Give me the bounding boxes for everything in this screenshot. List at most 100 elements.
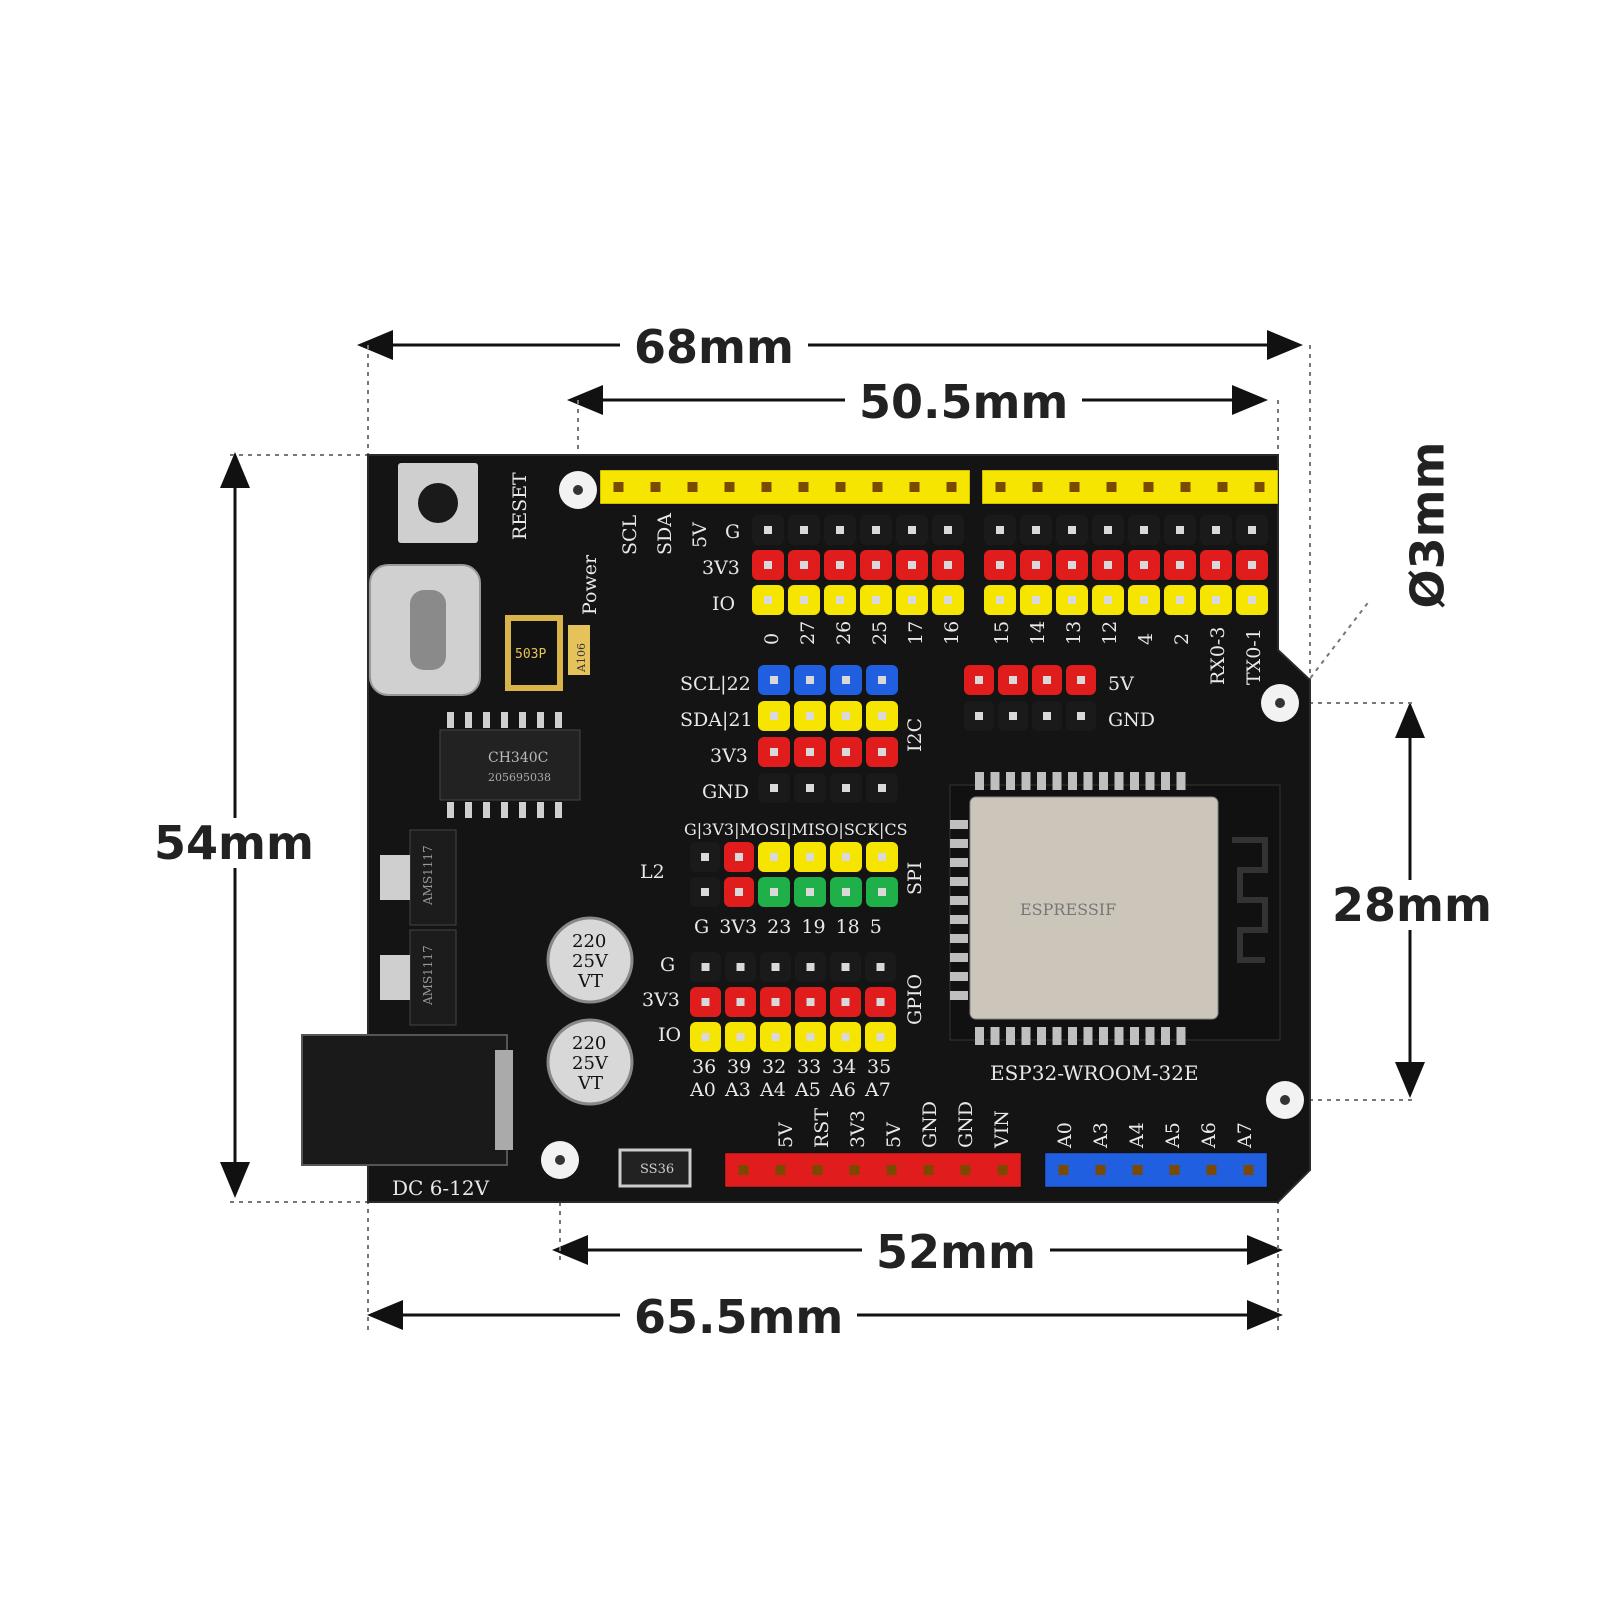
diode-marking: SS36 bbox=[640, 1162, 675, 1177]
bottom-power-label: GND bbox=[919, 1100, 941, 1148]
gpio-analog: A4 bbox=[760, 1079, 786, 1101]
label-io-top: IO bbox=[712, 593, 736, 615]
esp32-pad bbox=[1068, 772, 1077, 790]
top-pin-label: 14 bbox=[1027, 620, 1049, 645]
bottom-power-label: 5V bbox=[883, 1122, 905, 1148]
label-pwr-gnd: GND bbox=[1108, 709, 1156, 731]
gpio-num: 34 bbox=[832, 1056, 857, 1078]
header-top-right bbox=[981, 469, 1279, 505]
gpio-analog: A3 bbox=[725, 1079, 751, 1101]
esp32-pad bbox=[990, 772, 1000, 790]
esp32-pad bbox=[1006, 1027, 1015, 1045]
gpio-io-pins-tip bbox=[771, 1033, 780, 1041]
pwr-gnd-pins-tip bbox=[1077, 712, 1085, 720]
top-pin-label: 27 bbox=[797, 620, 819, 645]
label-spi: SPI bbox=[904, 861, 926, 895]
gpio-3v3-pins-tip bbox=[736, 998, 745, 1006]
pwr-5v-pins-tip bbox=[1043, 676, 1051, 684]
pin-row-3v3-tip bbox=[836, 561, 844, 569]
header-bottom-power bbox=[724, 1152, 1022, 1188]
header-bottom-analog-pin bbox=[1058, 1165, 1069, 1175]
header-top-left-pin bbox=[724, 482, 735, 492]
cap2-type: VT bbox=[578, 1073, 604, 1094]
label-i2c-scl: SCL|22 bbox=[680, 673, 751, 695]
pin-row-3v3-right-tip bbox=[996, 561, 1004, 569]
header-top-left-pin bbox=[909, 482, 920, 492]
pin-row-g-tip bbox=[872, 526, 880, 534]
label-spi-header: G|3V3|MOSI|MISO|SCK|CS bbox=[684, 820, 908, 839]
label-reset: RESET bbox=[509, 472, 531, 540]
top-pin-label: 13 bbox=[1063, 620, 1085, 645]
dimension-width-header: 50.5mm bbox=[845, 377, 1083, 427]
pin-row-3v3-tip bbox=[800, 561, 808, 569]
pin-row-io-tip bbox=[872, 596, 880, 604]
pin-row-io-right-tip bbox=[1176, 596, 1184, 604]
bottom-analog-label: A7 bbox=[1234, 1122, 1256, 1148]
pin-row-g-tip bbox=[908, 526, 916, 534]
label-dc-input: DC 6-12V bbox=[392, 1176, 490, 1200]
gpio-3v3-pins-tip bbox=[701, 998, 710, 1006]
gpio-g-pins-tip bbox=[771, 963, 780, 971]
pin-row-g-tip bbox=[836, 526, 844, 534]
header-top-left-pin bbox=[946, 482, 957, 492]
pin-row-io-tip bbox=[944, 596, 952, 604]
esp32-pad bbox=[950, 858, 968, 867]
spi-data-pins-tip bbox=[806, 888, 814, 896]
pin-row-3v3-tip bbox=[944, 561, 952, 569]
i2c-scl-pins-tip bbox=[842, 676, 850, 684]
esp32-pad bbox=[1145, 772, 1155, 790]
bottom-analog-label: A4 bbox=[1126, 1122, 1148, 1148]
esp32-pad bbox=[1114, 1027, 1124, 1045]
label-gpio-3v3: 3V3 bbox=[642, 989, 680, 1011]
top-pin-label: 0 bbox=[761, 632, 783, 645]
header-bottom-analog-pin bbox=[1243, 1165, 1254, 1175]
spi-data-pins-tip bbox=[806, 853, 814, 861]
ldo2-marking: AMS1117 bbox=[421, 945, 435, 1005]
header-top-left-pin bbox=[613, 482, 624, 492]
pin-row-3v3-right-tip bbox=[1104, 561, 1112, 569]
esp32-pad bbox=[990, 1027, 1000, 1045]
label-spi-pins: G 3V3 23 19 18 5 bbox=[694, 916, 882, 938]
gpio-3v3-pins-tip bbox=[876, 998, 885, 1006]
i2c-3v3-pins-tip bbox=[770, 748, 778, 756]
cap2-voltage: 25V bbox=[572, 1053, 608, 1074]
gpio-3v3-pins-tip bbox=[841, 998, 850, 1006]
i2c-gnd-pins-tip bbox=[770, 784, 778, 792]
esp32-pad bbox=[950, 972, 968, 981]
top-pin-label: 12 bbox=[1099, 620, 1121, 645]
esp32-brand-marking: ESPRESSIF bbox=[1020, 900, 1117, 919]
gpio-3v3-pins-tip bbox=[806, 998, 815, 1006]
gpio-num: 39 bbox=[727, 1056, 752, 1078]
top-pin-label: RX0-3 bbox=[1207, 626, 1229, 685]
gpio-io-pins-tip bbox=[876, 1033, 885, 1041]
cap1-voltage: 25V bbox=[572, 951, 608, 972]
pin-row-3v3-right-tip bbox=[1212, 561, 1220, 569]
pin-row-io-tip bbox=[908, 596, 916, 604]
esp32-pad bbox=[1068, 1027, 1077, 1045]
pin-row-g-right-tip bbox=[1140, 526, 1148, 534]
dc-jack bbox=[301, 1034, 508, 1166]
i2c-gnd-pins-tip bbox=[878, 784, 886, 792]
top-pin-label: 26 bbox=[833, 620, 855, 645]
pin-row-g-right-tip bbox=[1068, 526, 1076, 534]
bottom-analog-label: A5 bbox=[1162, 1122, 1184, 1148]
label-i2c-3v3: 3V3 bbox=[710, 745, 748, 767]
pin-row-io-right-tip bbox=[1248, 596, 1256, 604]
spi-data-pins-tip bbox=[842, 888, 850, 896]
spi-data-pins-tip bbox=[842, 853, 850, 861]
header-top-right-pin bbox=[1069, 482, 1080, 492]
tantalum-marking: A106 bbox=[575, 643, 588, 672]
header-bottom-analog-pin bbox=[1132, 1165, 1143, 1175]
pin-row-g-right-tip bbox=[1176, 526, 1184, 534]
pin-row-g-right-tip bbox=[1032, 526, 1040, 534]
header-bottom-power-pin bbox=[849, 1165, 860, 1175]
pin-row-g-right-tip bbox=[1212, 526, 1220, 534]
pin-row-io-tip bbox=[764, 596, 772, 604]
esp32-pad bbox=[950, 839, 968, 848]
chip-ch340-marking: CH340C bbox=[488, 750, 549, 766]
header-top-right-pin bbox=[1032, 482, 1043, 492]
i2c-scl-pins-tip bbox=[770, 676, 778, 684]
esp32-pad bbox=[1099, 772, 1108, 790]
ldo-regulator-1 bbox=[409, 829, 457, 926]
